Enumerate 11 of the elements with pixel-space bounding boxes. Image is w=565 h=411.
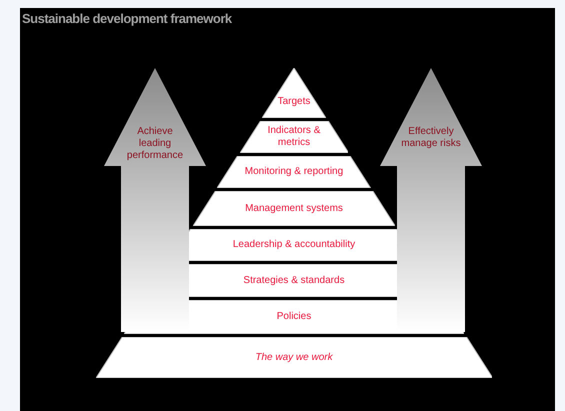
- layer-label: Targets: [278, 96, 310, 108]
- layer-label: Leadership & accountability: [232, 239, 356, 251]
- layer-label: Strategies & standards: [243, 274, 345, 286]
- arrow-label: Achieve leading performance: [126, 126, 184, 162]
- layer-label: Indicators & metrics: [266, 125, 322, 149]
- layer-label: The way we work: [255, 352, 333, 364]
- diagram-title: Sustainable development framework: [22, 10, 232, 28]
- layer-label: Management systems: [245, 202, 343, 214]
- layer-label: Policies: [276, 311, 312, 323]
- layer-label: Monitoring & reporting: [244, 166, 344, 178]
- arrow-label: Effectively manage risks: [400, 126, 462, 150]
